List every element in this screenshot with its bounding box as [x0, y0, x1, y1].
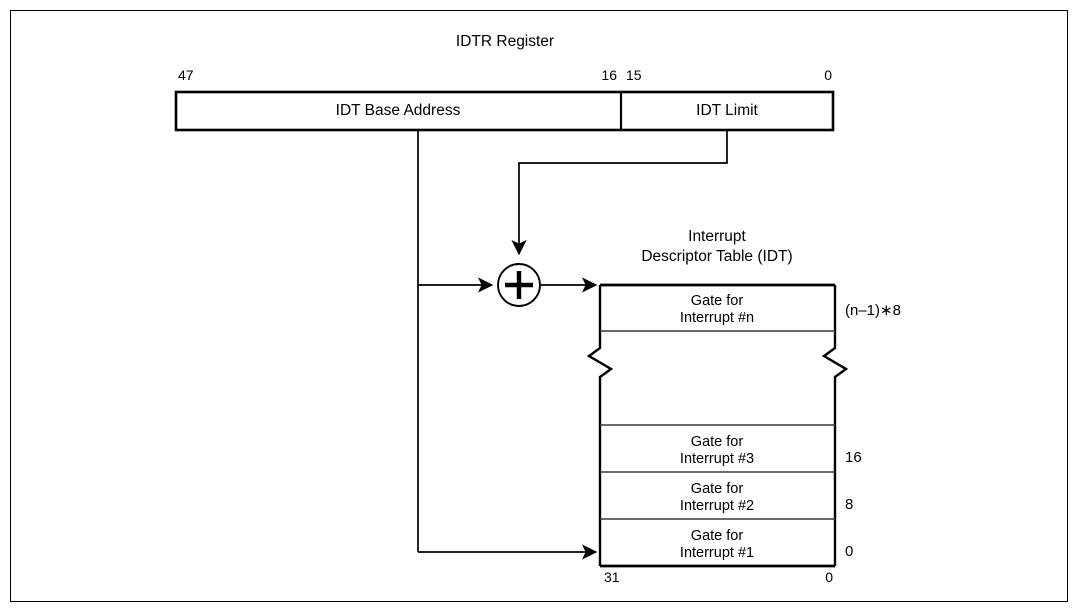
gate-row-2-line2: Interrupt #2 — [679, 498, 755, 514]
register-bit-47: 47 — [178, 67, 194, 83]
idt-bit-0: 0 — [825, 569, 833, 585]
register-bit-15: 15 — [626, 67, 642, 83]
gate-row-1-line2: Interrupt #1 — [679, 545, 755, 561]
figure-border — [10, 10, 1068, 602]
idt-bit-31: 31 — [604, 569, 620, 585]
offset-label-8: 8 — [845, 496, 854, 513]
gate-row-n-line1: Gate for — [690, 293, 744, 309]
register-bit-0: 0 — [824, 67, 832, 83]
idt-title-line1: Interrupt — [688, 228, 746, 245]
adder-symbol — [497, 263, 541, 307]
offset-label-n: (n–1)∗8 — [845, 302, 901, 319]
offset-label-0: 0 — [845, 543, 854, 560]
gate-row-3-line2: Interrupt #3 — [679, 451, 755, 467]
offset-label-16: 16 — [845, 449, 862, 466]
idt-title-line2: Descriptor Table (IDT) — [641, 248, 793, 265]
gate-row-2-line1: Gate for — [690, 481, 744, 497]
register-title: IDTR Register — [455, 33, 555, 50]
gate-row-1-line1: Gate for — [690, 528, 744, 544]
idtr-register-box — [174, 90, 835, 132]
gate-row-3-line1: Gate for — [690, 434, 744, 450]
idt-table-outline — [586, 283, 849, 568]
field-idt-limit: IDT Limit — [696, 102, 758, 119]
gate-row-n-line2: Interrupt #n — [679, 310, 755, 326]
idt-limit-connector — [511, 130, 728, 256]
register-bit-16: 16 — [601, 67, 617, 83]
idt-base-address-connector — [417, 130, 598, 560]
field-idt-base-address: IDT Base Address — [335, 102, 461, 119]
